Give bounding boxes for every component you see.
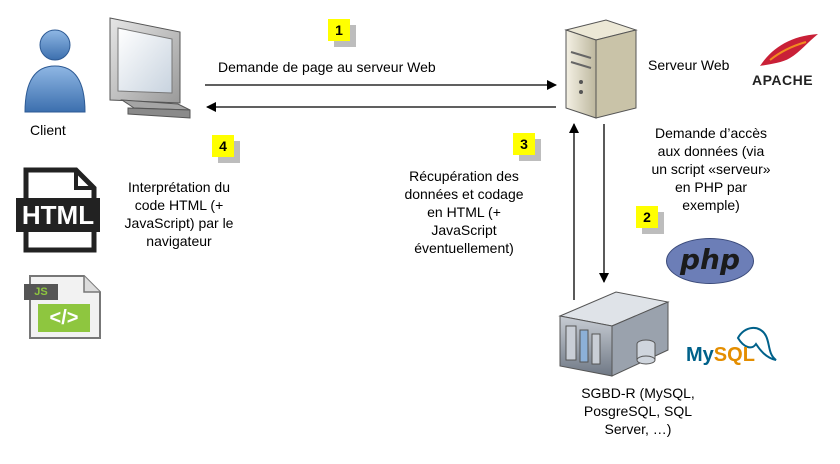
step2-line: un script «serveur» [651,161,771,177]
db-line: PosgreSQL, SQL [583,403,693,419]
web-server-label: Serveur Web [648,57,730,73]
js-code-symbol: </> [49,307,79,329]
database-description: SGBD-R (MySQL, PosgreSQL, SQL Server, …) [568,384,708,438]
apache-logo-text: APACHE [752,72,814,88]
mysql-logo-text: MySQL [686,344,755,367]
step4-line: code HTML (+ [134,197,224,213]
step2-line: Demande d’accès [654,125,768,141]
step3-line: données et codage [404,186,524,202]
php-logo-text: php [679,243,741,276]
step2-line: exemple) [682,197,740,213]
step-badge-2: 2 [636,206,658,228]
db-line: Server, …) [604,421,672,437]
step4-line: navigateur [146,233,212,249]
database-server-icon [558,291,670,377]
step-badge-1: 1 [328,19,350,41]
web-server-tower-icon [564,19,638,119]
js-file-icon [24,275,101,339]
step4-line: Interprétation du [128,179,230,195]
step4-line: JavaScript) par le [124,215,234,231]
client-label: Client [30,122,66,138]
step3-line: en HTML (+ [427,204,501,220]
php-logo: php [666,238,754,284]
client-person-icon [24,29,86,113]
step3-line: JavaScript [431,222,497,238]
mysql-my: My [686,344,714,366]
step2-line: en PHP par [674,179,748,195]
mysql-dolphin-icon [736,327,777,361]
step2-line: aux données (via [657,143,765,159]
mysql-sql: SQL [713,344,755,366]
html-file-icon [16,167,100,253]
step3-line: Récupération des [409,168,519,184]
step2-description: Demande d’accès aux données (via un scri… [626,124,796,214]
monitor-icon [109,17,191,119]
step3-description: Récupération des données et codage en HT… [384,167,544,257]
db-line: SGBD-R (MySQL, [581,385,695,401]
step3-line: éventuellement) [414,240,514,256]
step-badge-3: 3 [513,133,535,155]
html-file-text: HTML [21,200,95,230]
step-badge-4: 4 [212,135,234,157]
js-file-tag: JS [34,286,48,298]
step4-description: Interprétation du code HTML (+ JavaScrip… [104,178,254,250]
apache-feather-icon [760,34,818,66]
request-label: Demande de page au serveur Web [218,59,436,75]
